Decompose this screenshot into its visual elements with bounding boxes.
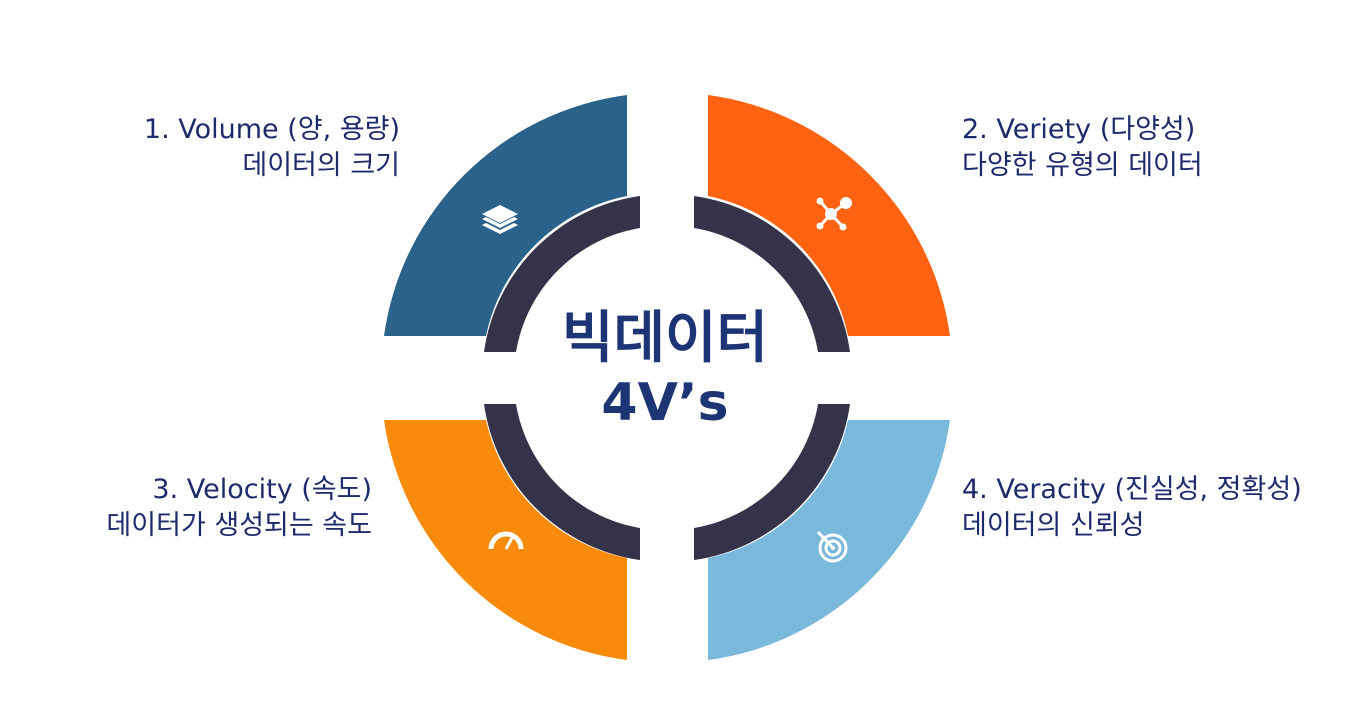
inner-ring-bottom-left: [484, 404, 640, 560]
volume-description: 데이터의 크기: [242, 150, 400, 181]
center-title-line2: 4V’s: [601, 373, 729, 433]
variety-description: 다양한 유형의 데이터: [962, 150, 1203, 181]
inner-ring-top-left: [484, 196, 640, 352]
velocity-description: 데이터가 생성되는 속도: [106, 510, 372, 541]
veracity-label: 4. Veracity (진실성, 정확성) 데이터의 신뢰성: [962, 472, 1302, 544]
velocity-label: 3. Velocity (속도) 데이터가 생성되는 속도: [106, 472, 372, 544]
volume-title: 1. Volume (양, 용량): [143, 114, 400, 145]
variety-title: 2. Veriety (다양성): [962, 114, 1196, 145]
layers-icon: [482, 205, 518, 234]
veracity-segment: [708, 420, 950, 660]
target-icon: [816, 530, 848, 563]
speedometer-icon: [488, 531, 524, 550]
volume-label: 1. Volume (양, 용량) 데이터의 크기: [144, 112, 400, 184]
network-icon: [816, 197, 852, 231]
velocity-segment: [384, 420, 627, 660]
inner-ring-bottom-right: [694, 404, 850, 560]
variety-label: 2. Veriety (다양성) 다양한 유형의 데이터: [962, 112, 1203, 184]
veracity-title: 4. Veracity (진실성, 정확성): [962, 474, 1302, 505]
center-title-line1: 빅데이터: [561, 306, 769, 371]
inner-ring-top-right: [694, 196, 850, 352]
velocity-title: 3. Velocity (속도): [152, 474, 372, 505]
veracity-description: 데이터의 신뢰성: [962, 510, 1145, 541]
